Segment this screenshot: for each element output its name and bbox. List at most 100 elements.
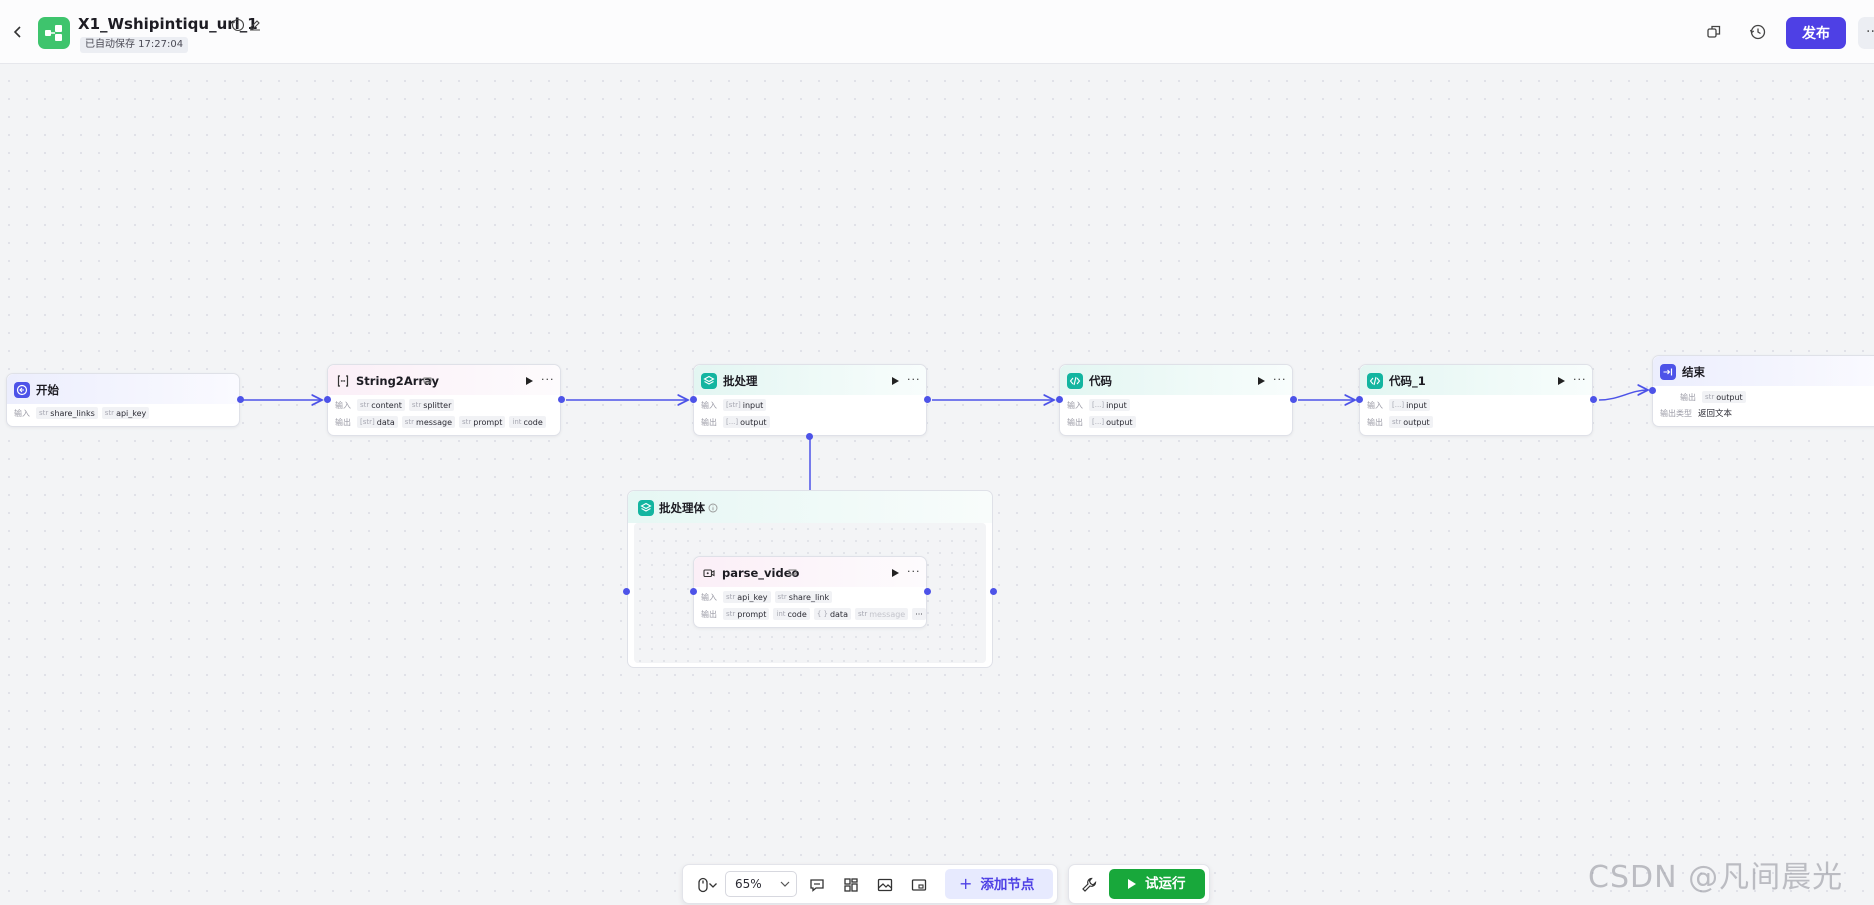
node-more-button[interactable]: ··· (1273, 373, 1287, 386)
publish-button[interactable]: 发布 (1786, 17, 1846, 49)
info-icon[interactable] (708, 503, 718, 513)
add-node-button[interactable]: +添加节点 (945, 869, 1053, 899)
input-port[interactable] (1056, 396, 1063, 403)
info-icon[interactable] (231, 18, 245, 32)
chevron-down-icon[interactable] (707, 875, 719, 895)
node-title: 开始 (36, 383, 59, 397)
output-port[interactable] (558, 396, 565, 403)
zoom-select[interactable]: 65% (725, 871, 797, 897)
node-title: 代码_1 (1389, 374, 1426, 388)
node-header (328, 365, 560, 395)
node-batch[interactable]: 批处理 ··· 输入 [str]input 输出 [...]output (693, 364, 927, 436)
node-more-button[interactable]: ··· (907, 373, 921, 386)
node-header (1360, 365, 1592, 395)
node-more-button[interactable]: ··· (541, 373, 555, 386)
end-icon (1660, 364, 1676, 380)
play-icon[interactable] (891, 376, 900, 386)
input-port[interactable] (324, 396, 331, 403)
input-port[interactable] (690, 396, 697, 403)
node-header (1653, 356, 1874, 386)
plugin-icon (423, 377, 432, 384)
run-toolbar: 试运行 (1068, 864, 1210, 904)
input-port[interactable] (1356, 396, 1363, 403)
node-header (628, 491, 992, 523)
param-chip: { }data (813, 608, 851, 620)
body-output-port[interactable] (990, 588, 997, 595)
output-port[interactable] (1590, 396, 1597, 403)
back-button[interactable] (8, 20, 28, 44)
play-icon[interactable] (525, 376, 534, 386)
node-output-type: 输出类型 返回文本 (1660, 408, 1733, 420)
play-icon[interactable] (1557, 376, 1566, 386)
minimap-icon[interactable] (875, 875, 895, 895)
output-port[interactable] (1290, 396, 1297, 403)
node-title: 结束 (1682, 365, 1705, 379)
node-title: String2Array (356, 374, 439, 388)
node-inputs: 输入 [...]input (1367, 399, 1434, 411)
edge-code1-end (1598, 390, 1648, 401)
play-icon[interactable] (891, 568, 900, 578)
param-chip: [str]input (723, 399, 767, 411)
node-header (694, 365, 926, 395)
workflow-title: X1_Wshipintiqu_url_1 (78, 15, 258, 33)
param-overflow-chip[interactable]: ··· (912, 608, 926, 620)
auto-layout-icon[interactable] (841, 875, 861, 895)
mouse-icon[interactable] (693, 875, 713, 895)
chevron-down-icon (780, 881, 790, 887)
workflow-logo-icon (38, 17, 70, 49)
history-icon[interactable] (1748, 22, 1768, 42)
node-header (1060, 365, 1292, 395)
wrench-icon[interactable] (1079, 875, 1099, 895)
bracket-icon (335, 373, 351, 389)
node-more-button[interactable]: ··· (1573, 373, 1587, 386)
node-more-button[interactable]: ··· (907, 565, 921, 578)
node-inputs: 输入 [str]input (701, 399, 770, 411)
edit-icon[interactable] (248, 18, 262, 32)
fit-view-icon[interactable] (909, 875, 929, 895)
more-options-button[interactable]: ··· (1858, 17, 1874, 49)
start-icon (14, 382, 30, 398)
comment-icon[interactable] (807, 875, 827, 895)
param-chip: [str]data (357, 416, 398, 428)
copy-icon[interactable] (1704, 22, 1724, 42)
param-chip: [...]input (1389, 399, 1430, 411)
output-port[interactable] (924, 396, 931, 403)
param-chip: [...]output (1089, 416, 1136, 428)
output-port[interactable] (924, 588, 931, 595)
canvas-toolbar: 65% +添加节点 (682, 864, 1058, 904)
node-header (7, 374, 239, 404)
autosave-status: 已自动保存 17:27:04 (80, 37, 189, 53)
node-outputs: 输出 [...]output (1067, 416, 1140, 428)
play-icon[interactable] (1257, 376, 1266, 386)
input-port[interactable] (1649, 387, 1656, 394)
batch-icon (701, 373, 717, 389)
input-port[interactable] (690, 588, 697, 595)
node-code[interactable]: 代码 ··· 输入 [...]input 输出 [...]output (1059, 364, 1293, 436)
body-input-port[interactable] (623, 588, 630, 595)
param-chip: [...]output (723, 416, 770, 428)
output-port[interactable] (237, 396, 244, 403)
video-icon (701, 565, 717, 581)
batch-body-port[interactable] (806, 433, 813, 440)
test-run-button[interactable]: 试运行 (1109, 869, 1205, 899)
